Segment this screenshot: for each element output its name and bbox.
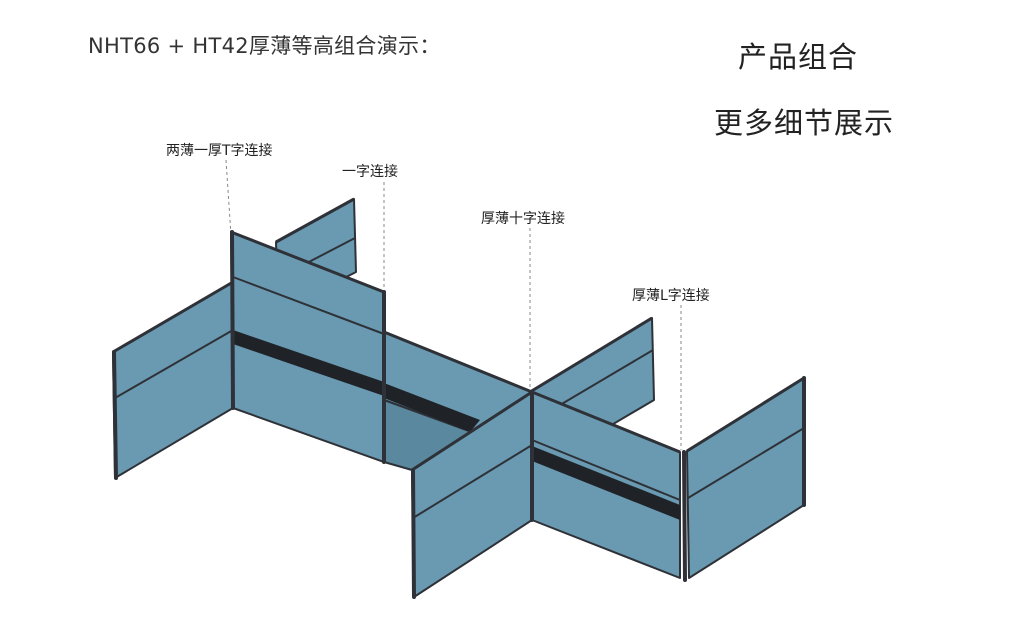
cap-back-top — [275, 197, 355, 244]
frame-posts — [112, 230, 806, 599]
panel-cross-right-rail — [531, 439, 681, 501]
post-l-joint — [682, 450, 687, 582]
rail-strip-right — [532, 446, 680, 520]
cap-cross-right — [531, 390, 681, 454]
label-cross-joint: 厚薄十字连接 — [481, 211, 565, 227]
top-caps — [112, 197, 805, 472]
panel-group — [112, 198, 805, 598]
thick-rail-strips — [233, 330, 680, 520]
side-heading-product-combo: 产品组合 — [738, 40, 859, 74]
panel-t-tall-rail — [232, 276, 385, 335]
panel-l-right-rail — [687, 427, 805, 499]
panel-cross-front-rail — [412, 444, 533, 519]
panel-cross-rear-rail — [559, 349, 654, 406]
leader-lines — [225, 159, 682, 450]
panel-left-wing — [112, 281, 234, 479]
cap-l-right — [686, 376, 805, 453]
post-left-wing — [112, 350, 118, 480]
post-cross-front — [411, 468, 416, 599]
side-heading-more-details: 更多细节展示 — [714, 106, 895, 140]
label-l-joint: 厚薄L字连接 — [632, 288, 710, 304]
post-t-joint — [230, 230, 235, 410]
rail-strip-left — [233, 330, 384, 396]
leader-t-joint — [225, 159, 232, 236]
cap-t-tall — [230, 230, 385, 294]
panel-left-wing-rail — [114, 329, 234, 399]
cap-center-run — [383, 330, 533, 394]
cap-cross-front — [411, 390, 533, 472]
label-t-joint: 两薄一厚T字连接 — [166, 143, 273, 159]
panel-l-right — [686, 377, 805, 579]
cap-cross-rear — [529, 316, 653, 394]
rail-strip-center — [384, 383, 480, 432]
page-title: NHT66 + HT42厚薄等高组合演示： — [88, 34, 441, 58]
cap-left-wing — [112, 280, 234, 354]
label-straight-joint: 一字连接 — [342, 164, 398, 180]
